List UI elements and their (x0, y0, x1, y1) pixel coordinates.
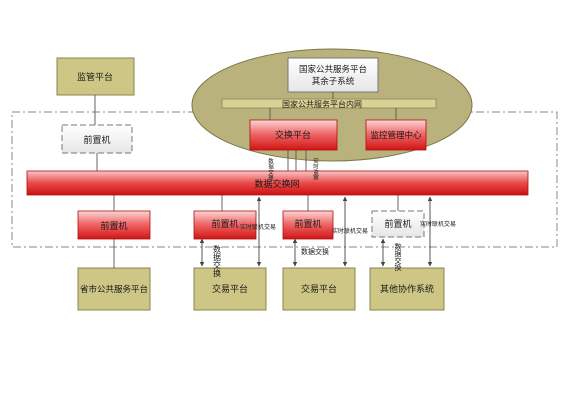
trading-platform-2-box (282, 267, 356, 311)
trading-platform-1-label: 交易平台 (212, 283, 248, 295)
arrow-connectors (199, 196, 433, 267)
provincial-platform-label: 省市公共服务平台 (80, 284, 148, 295)
edge-label-data-exchange-right: 数据交换 (394, 242, 402, 272)
edge-label-realtime-left: 实时联机交易 (240, 223, 276, 231)
data-exchange-network-bar (26, 170, 529, 196)
trading-platform-2-label: 交易平台 (301, 283, 337, 295)
monitor-center-label: 监控管理中心 (370, 130, 422, 141)
national-intranet-bar (221, 98, 437, 109)
other-collab-system-box (369, 267, 445, 311)
front-machine-1-box (77, 210, 151, 240)
front-machine-4-label: 前置机 (384, 218, 411, 230)
front-machine-3-label: 前置机 (294, 218, 321, 230)
edge-label-data-exchange-top-2: 实时监察 (312, 157, 319, 181)
monitor-center-box (365, 119, 427, 151)
other-collab-system-label: 其他协作系统 (380, 283, 434, 295)
front-machine-4-box (371, 210, 425, 238)
exchange-platform-box (249, 119, 338, 151)
front-machine-2-label: 前置机 (211, 218, 238, 230)
front-machine-3-box (282, 210, 334, 240)
supervision-platform-label: 监管平台 (77, 71, 113, 83)
data-exchange-network-label: 数据交换网 (254, 178, 299, 190)
provincial-platform-box (77, 267, 151, 311)
national-intranet-label: 国家公共服务平台内网 (282, 99, 362, 109)
front-machine-2-box (193, 210, 257, 240)
edge-label-data-exchange-top-1: 数据交换 (267, 157, 274, 182)
front-machine-top-box (61, 124, 133, 154)
national-platform-box (287, 57, 379, 93)
front-machine-1-label: 前置机 (100, 220, 127, 232)
edge-label-realtime-right: 实时联机交易 (420, 220, 456, 228)
edge-label-data-exchange-center: 数据交换 (301, 247, 329, 256)
national-platform-label-2: 其余子系统 (312, 76, 355, 87)
exchange-platform-label: 交换平台 (275, 129, 311, 141)
front-machine-top-label: 前置机 (83, 134, 110, 146)
trading-platform-1-box (193, 267, 267, 311)
edge-label-realtime-mid: 实时联机交易 (332, 227, 368, 235)
connector-lines (94, 92, 399, 268)
national-platform-label-1: 国家公共服务平台 (299, 64, 367, 75)
edge-label-data-exchange-left: 数据交换 (213, 244, 222, 278)
supervision-platform-box (56, 57, 135, 96)
